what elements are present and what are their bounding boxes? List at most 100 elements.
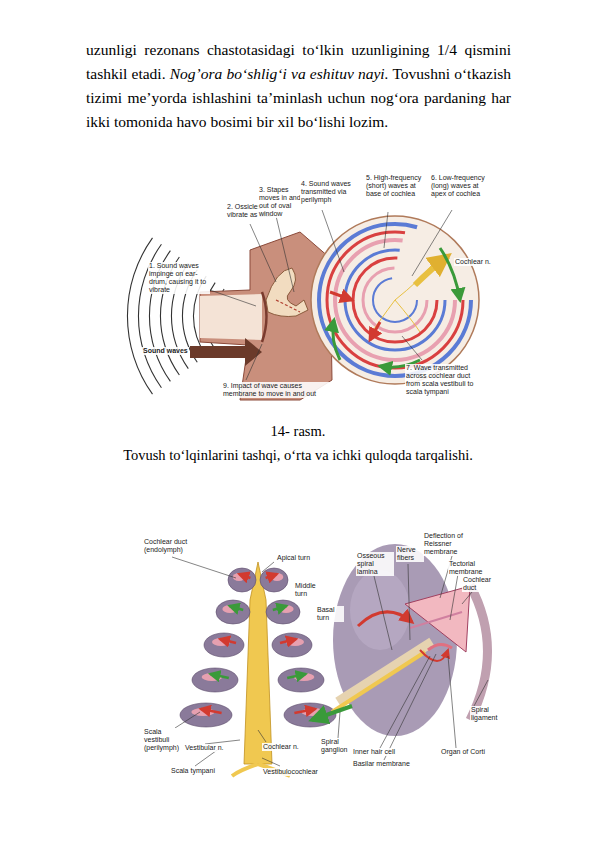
illustration-shape — [172, 557, 336, 776]
illustration-shape — [322, 210, 344, 272]
callout-text: 7. Wave transmitted across cochlear duct… — [405, 364, 479, 396]
part-label: Scala tympani — [170, 767, 216, 775]
illustration-shape — [311, 216, 479, 384]
illustration-shape — [201, 709, 222, 713]
part-label: Cochlear n. — [454, 258, 492, 266]
illustration-shape — [370, 322, 380, 340]
part-label: Tectorial membrane — [448, 560, 488, 576]
illustration-shape — [287, 674, 305, 678]
illustration-shape — [450, 574, 458, 620]
illustration-shape — [273, 606, 287, 610]
illustration-shape — [440, 248, 460, 300]
illustration-shape — [470, 585, 488, 720]
illustration-shape — [384, 654, 436, 760]
illustration-shape — [272, 633, 312, 657]
part-label: Deflection of Reissner membrane — [423, 532, 487, 556]
illustration-shape — [172, 557, 236, 578]
part-label: Inner hair cell — [352, 748, 396, 756]
illustration-shape — [260, 568, 288, 592]
illustration-shape — [312, 706, 352, 720]
illustration-shape — [395, 300, 420, 332]
illustration-shape — [474, 680, 488, 706]
illustration-shape — [266, 600, 300, 624]
illustration-shape — [204, 633, 244, 657]
callout-text: 5. High-frequency (short) waves at base … — [365, 174, 427, 198]
callout-text: 6. Low-frequency (long) waves at apex of… — [430, 174, 494, 198]
illustration-shape — [278, 668, 324, 692]
illustration-shape — [266, 600, 300, 624]
illustration-shape — [276, 216, 294, 292]
illustration-shape — [192, 668, 238, 692]
illustration-shape — [405, 586, 470, 652]
illustration-shape — [358, 612, 412, 626]
illustration-shape — [278, 668, 324, 692]
illustration-shape — [330, 292, 352, 300]
part-label: Cochlear n. — [262, 743, 300, 751]
illustration-shape — [412, 210, 452, 276]
illustration-shape — [327, 232, 463, 368]
illustration-shape — [338, 642, 432, 702]
illustration-shape — [200, 294, 262, 340]
illustration-shape — [175, 712, 200, 728]
part-label: Basilar membrane — [352, 760, 411, 768]
illustration-shape — [228, 568, 256, 592]
illustration-shape — [374, 576, 392, 650]
callout-text: 1. Sound waves impinge on ear-drum, caus… — [148, 262, 210, 294]
part-label: Vestibular n. — [184, 744, 225, 752]
illustration-shape — [384, 212, 388, 248]
illustration-shape — [180, 703, 232, 727]
part-label: Cochlear duct (endolymph) — [143, 538, 193, 554]
illustration-shape — [216, 600, 250, 624]
illustration-shape — [410, 612, 462, 628]
callout-text: 9. Impact of wave causes membrane to mov… — [222, 382, 334, 398]
part-label: Basal turn — [316, 606, 344, 622]
part-label: Middle turn — [294, 582, 324, 598]
illustration-shape — [204, 633, 244, 657]
illustration-shape — [380, 656, 430, 748]
part-label: Vestibulocochlear — [262, 768, 319, 776]
part-label: Osseous spiral lamina — [356, 552, 394, 576]
illustration-shape — [210, 210, 452, 380]
illustration-shape — [333, 320, 340, 360]
illustration-shape — [228, 568, 256, 592]
illustration-shape — [370, 300, 395, 335]
illustration-shape — [210, 290, 256, 306]
illustration-shape — [332, 652, 425, 712]
illustration-shape — [335, 240, 455, 360]
illustration-shape — [338, 712, 340, 738]
illustration-shape — [402, 336, 422, 360]
part-label: Cochlear duct — [462, 576, 494, 592]
illustration-shape — [216, 600, 250, 624]
part-label: Scala vestibuli (perilymph) — [143, 728, 183, 752]
illustration-shape — [272, 633, 312, 657]
illustration-shape — [220, 639, 236, 643]
illustration-shape — [353, 258, 437, 342]
illustration-shape — [408, 564, 410, 640]
illustration-shape — [462, 592, 472, 604]
illustration-shape — [258, 730, 266, 742]
illustration-shape — [420, 650, 448, 661]
illustration-shape — [190, 338, 262, 366]
part-label: Apical turn — [276, 554, 311, 562]
illustration-shape — [276, 300, 300, 312]
illustration-shape — [180, 703, 232, 727]
illustration-shape — [246, 344, 262, 380]
illustration-shape — [262, 562, 274, 572]
illustration-shape — [230, 606, 244, 610]
part-label: Nerve fibers — [396, 546, 424, 562]
illustration-shape — [260, 568, 288, 592]
illustration-shape — [262, 758, 280, 766]
illustration-shape — [280, 639, 296, 643]
illustration-shape — [350, 570, 410, 650]
illustration-shape — [172, 557, 280, 766]
illustration-shape — [192, 668, 238, 692]
illustration-shape — [250, 224, 276, 282]
body-paragraph: uzunligi rezonans chastotasidagi to‘lkin… — [86, 38, 511, 134]
illustration-shape — [428, 644, 452, 650]
illustration-shape — [244, 562, 272, 764]
illustration-shape — [363, 268, 427, 332]
illustration-shape — [239, 574, 250, 578]
illustration-shape — [294, 709, 315, 713]
illustration-shape — [210, 674, 228, 678]
